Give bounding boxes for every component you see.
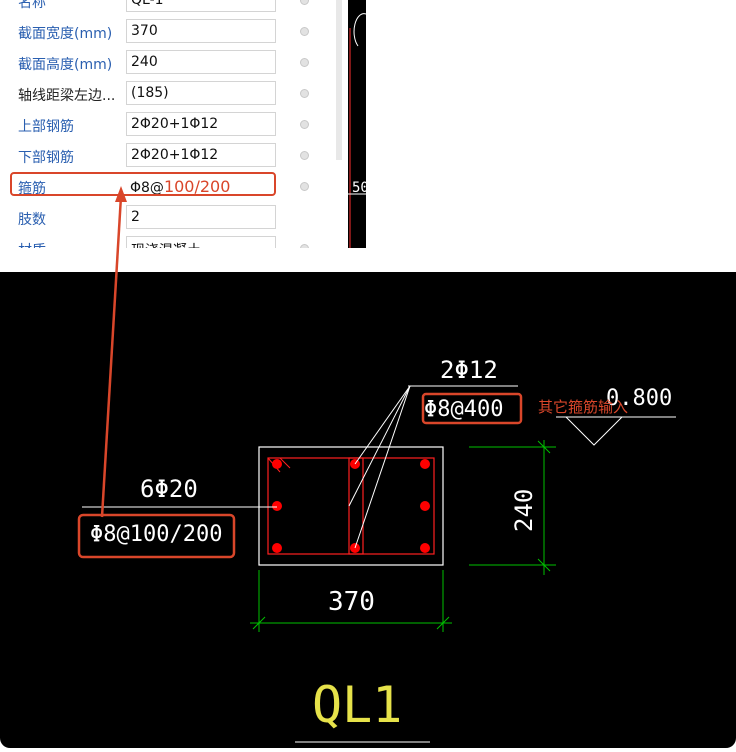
prop-label-legs: 肢数 xyxy=(18,212,46,228)
prop-value-bottom-rebar[interactable]: 2Φ20+1Φ12 xyxy=(126,143,276,167)
rebar-dot xyxy=(420,459,430,469)
prop-label-name: 名称 xyxy=(18,0,46,11)
prop-label-stirrup: 箍筋 xyxy=(18,181,46,197)
stirrup-value-prefix: Φ8@ xyxy=(130,180,164,196)
prop-dot-icon xyxy=(300,244,309,248)
property-panel-scrollbar[interactable] xyxy=(336,0,342,160)
stirrup-hook xyxy=(279,457,291,469)
prop-row-legs[interactable]: 肢数 2 xyxy=(0,203,340,234)
rebar-dot xyxy=(272,543,282,553)
leader-line xyxy=(354,385,411,549)
prop-dot-icon xyxy=(300,182,309,191)
beam-name-label: QL1 xyxy=(312,676,402,734)
cad-preview-strip-graphic: 50 xyxy=(348,13,366,248)
leader-line xyxy=(348,385,411,507)
rebar-dot xyxy=(420,543,430,553)
cad-strip-text: 50 xyxy=(352,180,366,196)
additional-stirrup-highlight-box xyxy=(421,392,523,425)
prop-dot-icon xyxy=(300,0,309,5)
leader-line xyxy=(354,385,411,465)
width-dimension-label: 370 xyxy=(328,587,375,617)
prop-row-section-height[interactable]: 截面高度(mm) 240 xyxy=(0,48,340,79)
stirrup-label-highlight-box xyxy=(77,513,236,559)
rebar-dot xyxy=(272,459,282,469)
prop-dot-icon xyxy=(300,58,309,67)
prop-value-section-width[interactable]: 370 xyxy=(126,19,276,43)
prop-value-legs[interactable]: 2 xyxy=(126,205,276,229)
prop-value-top-rebar[interactable]: 2Φ20+1Φ12 xyxy=(126,112,276,136)
prop-label-section-height: 截面高度(mm) xyxy=(18,57,113,73)
prop-label-top-rebar: 上部钢筋 xyxy=(18,119,74,135)
elevation-triangle xyxy=(565,416,623,446)
beam-section-drawing: 2Φ12 Φ8@400 0.800 其它箍筋输入 6Φ20 Φ8@100/200… xyxy=(77,356,676,743)
dimension-tick xyxy=(537,440,551,454)
prop-row-section-width[interactable]: 截面宽度(mm) 370 xyxy=(0,17,340,48)
prop-value-section-height[interactable]: 240 xyxy=(126,50,276,74)
rebar-dot xyxy=(420,501,430,511)
prop-row-axis-offset[interactable]: 轴线距梁左边... (185) xyxy=(0,79,340,110)
prop-row-bottom-rebar[interactable]: 下部钢筋 2Φ20+1Φ12 xyxy=(0,141,340,172)
section-outline xyxy=(258,446,444,566)
prop-row-material[interactable]: 材质 现浇混凝土 xyxy=(0,234,340,248)
prop-dot-icon xyxy=(300,151,309,160)
prop-dot-icon xyxy=(300,27,309,36)
prop-row-top-rebar[interactable]: 上部钢筋 2Φ20+1Φ12 xyxy=(0,110,340,141)
cad-drawing-area[interactable]: 2Φ12 Φ8@400 0.800 其它箍筋输入 6Φ20 Φ8@100/200… xyxy=(0,272,736,748)
side-rebar-label: 6Φ20 xyxy=(140,475,198,503)
prop-label-axis-offset: 轴线距梁左边... xyxy=(18,88,116,104)
prop-row-name[interactable]: 名称 QL-1 xyxy=(0,0,340,17)
cad-preview-strip: 50 xyxy=(348,0,366,248)
prop-label-section-width: 截面宽度(mm) xyxy=(18,26,113,42)
dimension-tick xyxy=(436,616,450,630)
prop-dot-icon xyxy=(300,89,309,98)
stirrup-value-highlight: 100/200 xyxy=(163,177,231,196)
dimension-tick xyxy=(537,558,551,572)
top-rebar-label: 2Φ12 xyxy=(440,356,498,384)
stirrup-inner xyxy=(348,457,364,555)
prop-value-material[interactable]: 现浇混凝土 xyxy=(126,236,276,248)
stirrup-label: Φ8@100/200 xyxy=(90,522,222,547)
prop-dot-icon xyxy=(300,120,309,129)
prop-value-axis-offset[interactable]: (185) xyxy=(126,81,276,105)
elevation-label: 0.800 xyxy=(606,386,672,411)
stirrup-highlight-box xyxy=(10,172,276,196)
rebar-dot xyxy=(272,501,282,511)
prop-value-name[interactable]: QL-1 xyxy=(126,0,276,12)
additional-stirrup-label: Φ8@400 xyxy=(424,397,503,422)
prop-label-material: 材质 xyxy=(18,240,46,248)
height-dimension-label: 240 xyxy=(510,489,538,532)
dimension-tick xyxy=(252,616,266,630)
stirrup-outer xyxy=(267,457,435,555)
prop-label-bottom-rebar: 下部钢筋 xyxy=(18,150,74,166)
other-stirrup-annotation: 其它箍筋输入 xyxy=(538,398,628,416)
property-panel: 名称 QL-1 截面宽度(mm) 370 截面高度(mm) 240 轴线距梁左边… xyxy=(0,0,366,248)
